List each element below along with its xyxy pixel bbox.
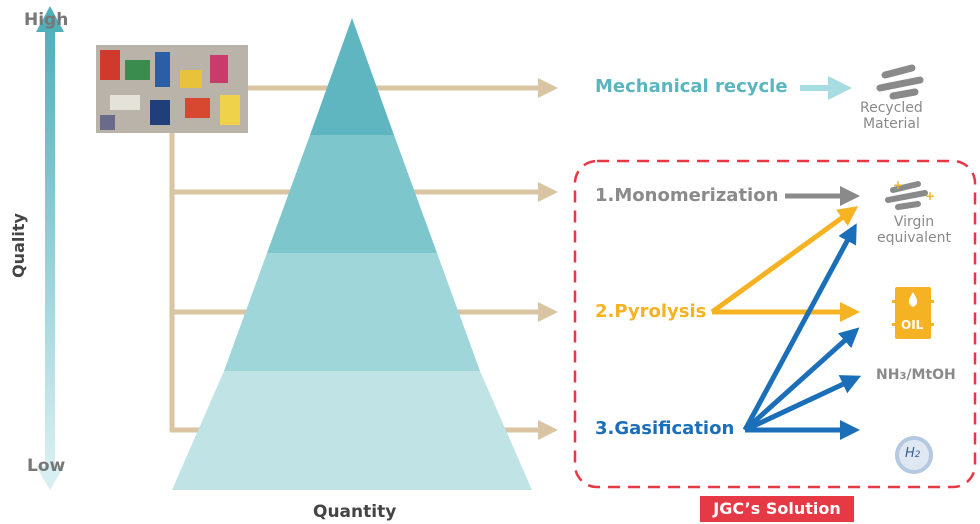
- pyramid-tier-4: [172, 371, 532, 490]
- svg-text:+: +: [893, 178, 903, 192]
- quality-low-label: Low: [27, 456, 66, 476]
- quantity-label: Quantity: [313, 502, 397, 522]
- virgin-material-icon: + +: [885, 178, 935, 210]
- quality-axis-title: Quality: [8, 213, 28, 278]
- h2-sub: 2: [914, 450, 921, 460]
- pyramid-tier-2: [267, 135, 437, 253]
- gasification-arrow-virgin: [742, 223, 857, 432]
- nh3-sub: 3: [899, 371, 907, 382]
- quality-arrow: [36, 6, 64, 490]
- oil-label: OIL: [901, 318, 924, 332]
- mechanical-recycle-label: Mechanical recycle: [595, 76, 788, 97]
- jgc-solution-badge: JGC’s Solution: [700, 496, 854, 522]
- h2-label: H2: [905, 446, 921, 461]
- quality-high-label: High: [24, 10, 69, 30]
- nh3-prefix: NH: [876, 367, 900, 383]
- quality-pyramid: [172, 18, 532, 490]
- gasification-arrow-oil: [743, 327, 860, 432]
- pyrolysis-arrow-virgin: [710, 206, 859, 315]
- svg-text:+: +: [925, 189, 935, 203]
- recycled-material-icon: [876, 64, 924, 100]
- hydrogen-icon: [895, 436, 933, 474]
- pyrolysis-label: 2.Pyrolysis: [595, 301, 707, 322]
- gasification-label: 3.Gasification: [595, 418, 735, 439]
- recycled-material-label: Recycled Material: [860, 100, 923, 132]
- gasification-arrow-nh3: [743, 375, 862, 433]
- oil-barrel-icon: [892, 287, 934, 339]
- pyramid-tier-1: [310, 18, 394, 135]
- pyramid-tier-3: [224, 253, 480, 371]
- nh3-suffix: /MtOH: [906, 367, 956, 383]
- recycled-line-1: Recycled: [860, 100, 923, 116]
- virgin-equivalent-label: Virgin equivalent: [866, 214, 962, 246]
- h2-letter: H: [905, 446, 915, 461]
- monomerization-label: 1.Monomerization: [595, 185, 779, 206]
- recycled-line-2: Material: [862, 116, 920, 132]
- jgc-solution-box: [573, 159, 977, 489]
- virgin-line-1: Virgin: [893, 214, 935, 230]
- plastic-waste-image: [96, 45, 248, 133]
- virgin-line-2: equivalent: [877, 230, 951, 246]
- nh3-mtoh-label: NH3/MtOH: [876, 367, 956, 383]
